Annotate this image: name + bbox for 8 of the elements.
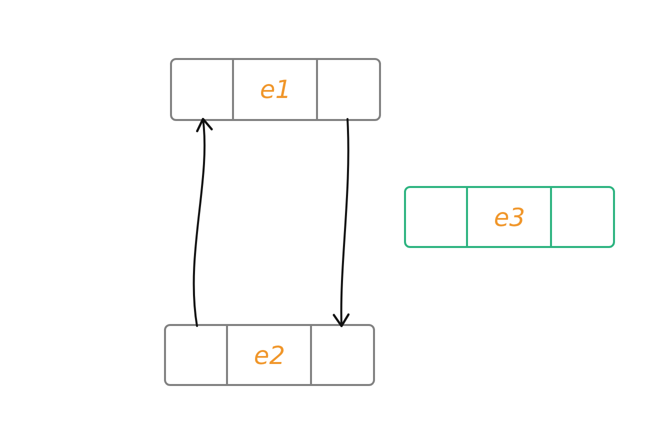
node-label: e2 [254, 342, 286, 368]
node-label: e3 [494, 204, 526, 230]
arrow [192, 118, 212, 327]
list-node-box [404, 186, 615, 248]
arrow [332, 118, 350, 328]
node-label: e1 [260, 77, 292, 102]
list-node-box [170, 58, 381, 121]
list-node-box [164, 324, 375, 386]
